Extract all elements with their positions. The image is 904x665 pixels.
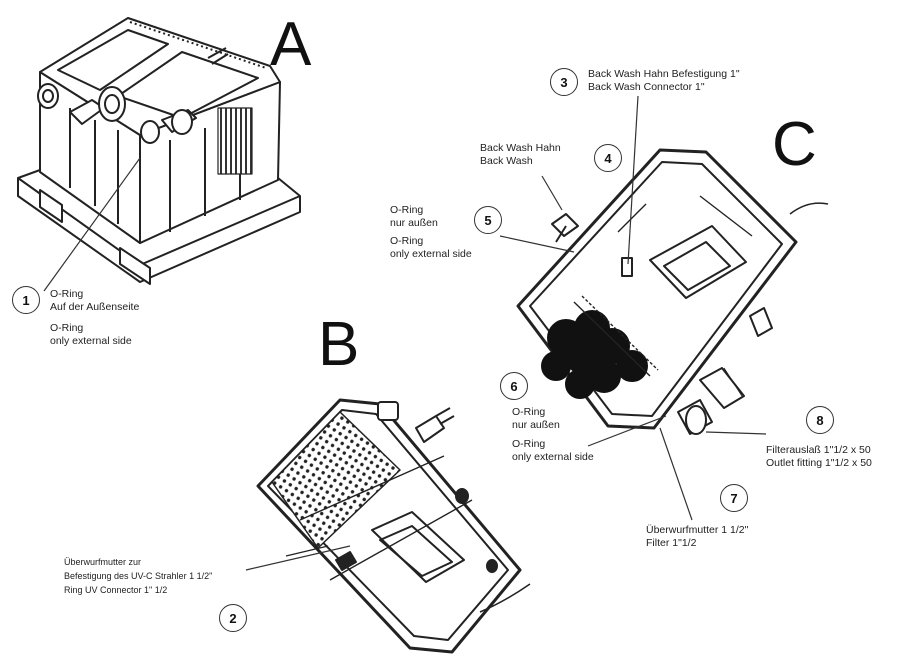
callout-5-line-4: only external side xyxy=(390,248,472,260)
callout-number-1: 1 xyxy=(12,286,40,314)
panel-label-b: B xyxy=(318,310,360,379)
callout-2-line-3: Ring UV Connector 1" 1/2 xyxy=(64,585,168,595)
callout-4-line-2: Back Wash xyxy=(480,155,533,167)
callout-1-line-1: O-Ring xyxy=(50,288,84,300)
panel-label-a: A xyxy=(270,10,312,79)
callout-6-line-2: nur außen xyxy=(512,419,560,431)
callout-8-line-2: Outlet fitting 1"1/2 x 50 xyxy=(766,457,872,469)
callout-number-4: 4 xyxy=(594,144,622,172)
callout-3-line-2: Back Wash Connector 1" xyxy=(588,81,705,93)
callout-number-8: 8 xyxy=(806,406,834,434)
callout-1-line-4: only external side xyxy=(50,335,132,347)
callout-number-3: 3 xyxy=(550,68,578,96)
callout-text-2: Überwurfmutter zur Befestigung des UV-C … xyxy=(64,555,212,597)
callout-text-5: O-Ring nur außen O-Ring only external si… xyxy=(390,204,472,261)
housing-uv-drawing xyxy=(256,398,531,654)
callout-5-line-2: nur außen xyxy=(390,217,438,229)
callout-text-4: Back Wash Hahn Back Wash xyxy=(480,142,561,168)
panel-label-c: C xyxy=(772,110,817,179)
callout-text-8: Filterauslaß 1"1/2 x 50 Outlet fitting 1… xyxy=(766,444,872,470)
callout-text-6: O-Ring nur außen O-Ring only external si… xyxy=(512,406,594,464)
callout-1-line-2: Auf der Außenseite xyxy=(50,301,140,313)
callout-6-line-1: O-Ring xyxy=(512,406,546,418)
callout-number-2: 2 xyxy=(219,604,247,632)
callout-number-6: 6 xyxy=(500,372,528,400)
housing-closed-drawing xyxy=(17,17,301,285)
callout-2-line-1: Überwurfmutter zur xyxy=(64,557,142,567)
callout-text-1: O-Ring Auf der Außenseite O-Ring only ex… xyxy=(50,288,139,348)
callout-1-line-3: O-Ring xyxy=(50,322,84,334)
callout-number-5: 5 xyxy=(474,206,502,234)
callout-3-line-1: Back Wash Hahn Befestigung 1" xyxy=(588,68,740,80)
callout-5-line-1: O-Ring xyxy=(390,204,424,216)
callout-7-line-1: Überwurfmutter 1 1/2" xyxy=(646,524,749,536)
callout-2-line-2: Befestigung des UV-C Strahler 1 1/2" xyxy=(64,571,213,581)
bio-media xyxy=(541,310,648,399)
callout-8-line-1: Filterauslaß 1"1/2 x 50 xyxy=(766,444,871,456)
callout-text-3: Back Wash Hahn Befestigung 1" Back Wash … xyxy=(588,68,740,94)
callout-6-line-3: O-Ring xyxy=(512,438,546,450)
callout-7-line-2: Filter 1"1/2 xyxy=(646,537,697,549)
callout-4-line-1: Back Wash Hahn xyxy=(480,142,561,154)
callout-number-7: 7 xyxy=(720,484,748,512)
callout-6-line-4: only external side xyxy=(512,451,594,463)
housing-media-drawing xyxy=(516,148,829,435)
callout-5-line-3: O-Ring xyxy=(390,235,424,247)
leader-lines xyxy=(43,95,767,571)
callout-text-7: Überwurfmutter 1 1/2" Filter 1"1/2 xyxy=(646,524,748,550)
